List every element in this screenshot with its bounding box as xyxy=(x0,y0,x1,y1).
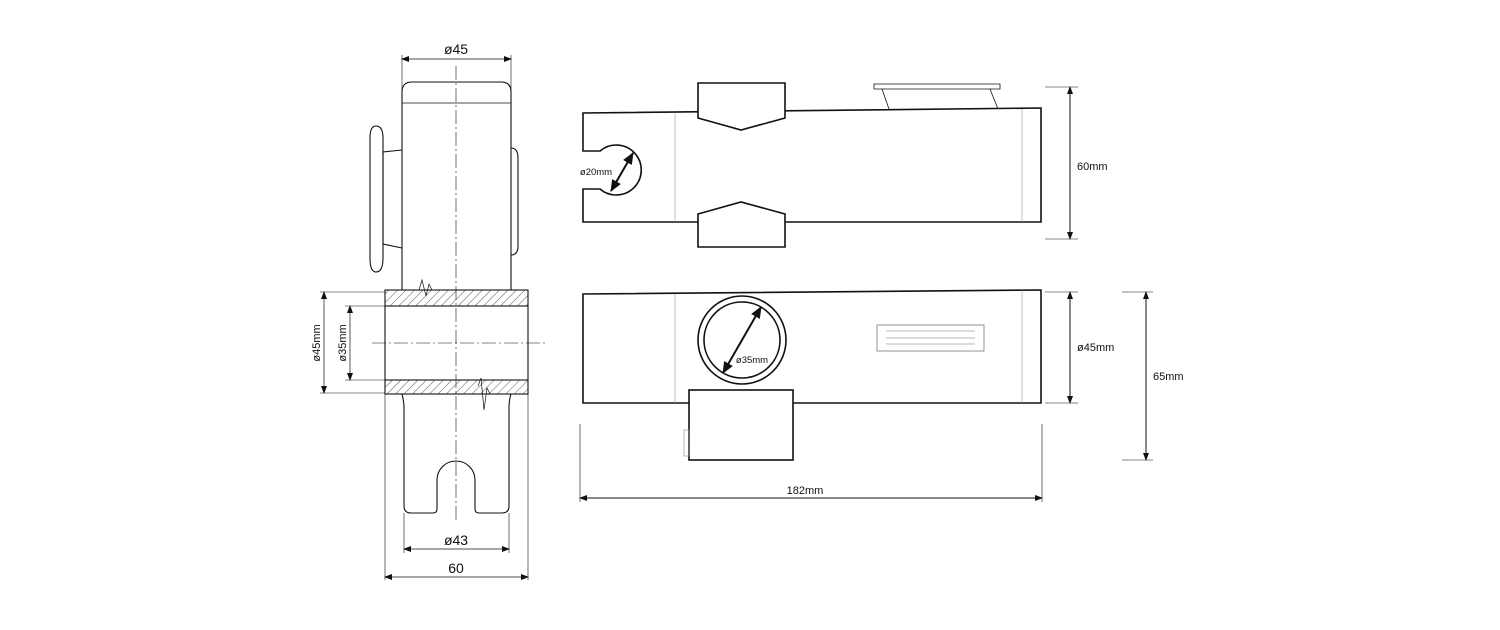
outer-diameter-label: ø45mm xyxy=(311,324,323,361)
lower-collar xyxy=(697,201,786,248)
top-diameter-label: ø45 xyxy=(444,41,468,57)
clamp-ring-top-hatch xyxy=(384,289,529,307)
body-height-label: ø45mm xyxy=(1077,342,1114,354)
left-knob xyxy=(382,149,403,249)
lower-clamp xyxy=(688,389,794,461)
bore-diameter-arrow xyxy=(722,306,762,374)
top-pin xyxy=(873,83,1001,90)
top-body-outline xyxy=(582,107,1042,223)
top-height-label: 60mm xyxy=(1077,161,1108,173)
bore-inner-circle xyxy=(703,301,781,379)
width-label: 60 xyxy=(448,560,464,576)
total-height-label: 65mm xyxy=(1153,371,1184,383)
front-body-outline xyxy=(582,289,1042,404)
top-view xyxy=(582,82,1078,248)
label-plate xyxy=(876,324,985,352)
front-view xyxy=(579,289,1153,502)
inner-diameter-label: ø35mm xyxy=(337,324,349,361)
upper-collar xyxy=(697,82,786,131)
right-knob xyxy=(510,147,519,256)
hose-diameter-label: ø20mm xyxy=(580,167,612,178)
length-label: 182mm xyxy=(787,485,824,497)
clamp-ring-bottom-hatch xyxy=(384,379,529,395)
bore-diameter-label: ø35mm xyxy=(736,355,768,366)
lower-body xyxy=(401,393,512,514)
side-view xyxy=(320,55,545,580)
hose-diameter-arrow xyxy=(610,152,634,192)
upper-body xyxy=(401,81,512,290)
bottom-diameter-label: ø43 xyxy=(444,532,468,548)
